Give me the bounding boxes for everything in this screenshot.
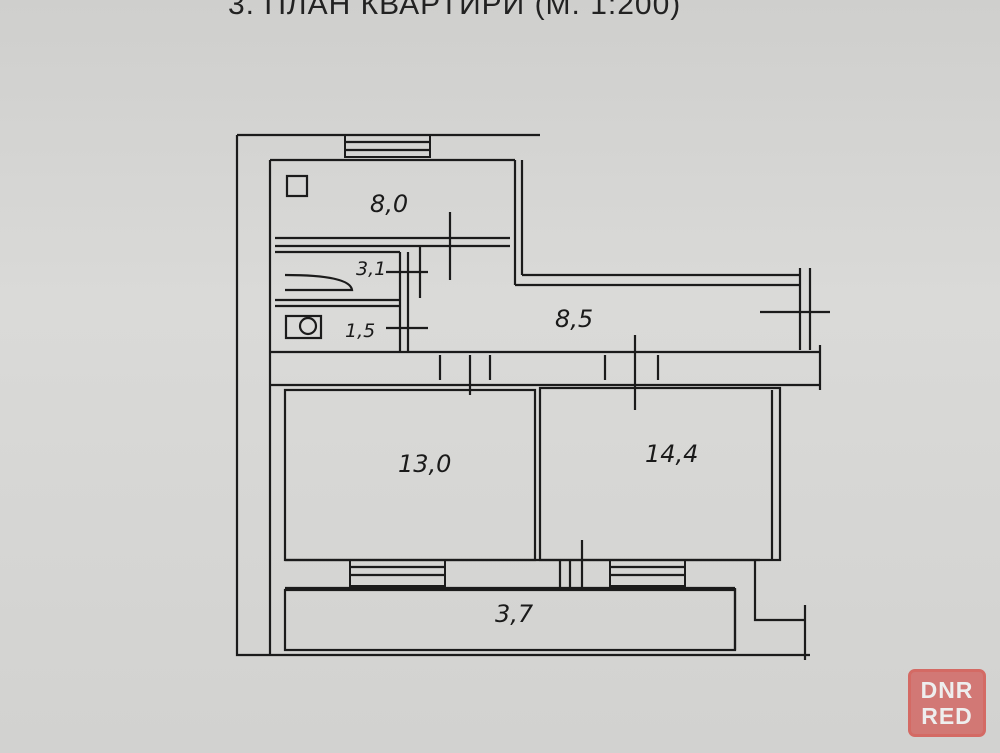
plan-title: 3. ПЛАН КВАРТИРИ (М. 1:200)	[228, 0, 682, 21]
bathtub-icon	[284, 273, 354, 292]
room-area-corridor: 8,5	[555, 305, 594, 333]
room-area-room1: 13,0	[398, 450, 452, 478]
room-area-toilet: 1,5	[345, 320, 376, 342]
window-bottom-right	[609, 559, 686, 587]
window-top	[344, 134, 431, 158]
toilet-icon	[298, 316, 318, 336]
room-area-room2: 14,4	[645, 440, 699, 468]
window-bottom-left	[349, 559, 446, 587]
outer-wall	[235, 133, 822, 657]
door-marks	[386, 212, 830, 590]
watermark-line2: RED	[921, 703, 973, 729]
watermark-logo: DNR RED	[908, 669, 986, 737]
room-area-kitchen: 8,0	[370, 190, 409, 218]
room-area-balcony: 3,7	[495, 600, 534, 628]
room-area-bathroom: 3,1	[356, 258, 387, 280]
stove-icon	[285, 174, 309, 198]
watermark-line1: DNR	[920, 677, 974, 703]
bath-walls	[275, 250, 410, 352]
balcony	[283, 588, 737, 652]
room-14	[538, 386, 782, 562]
